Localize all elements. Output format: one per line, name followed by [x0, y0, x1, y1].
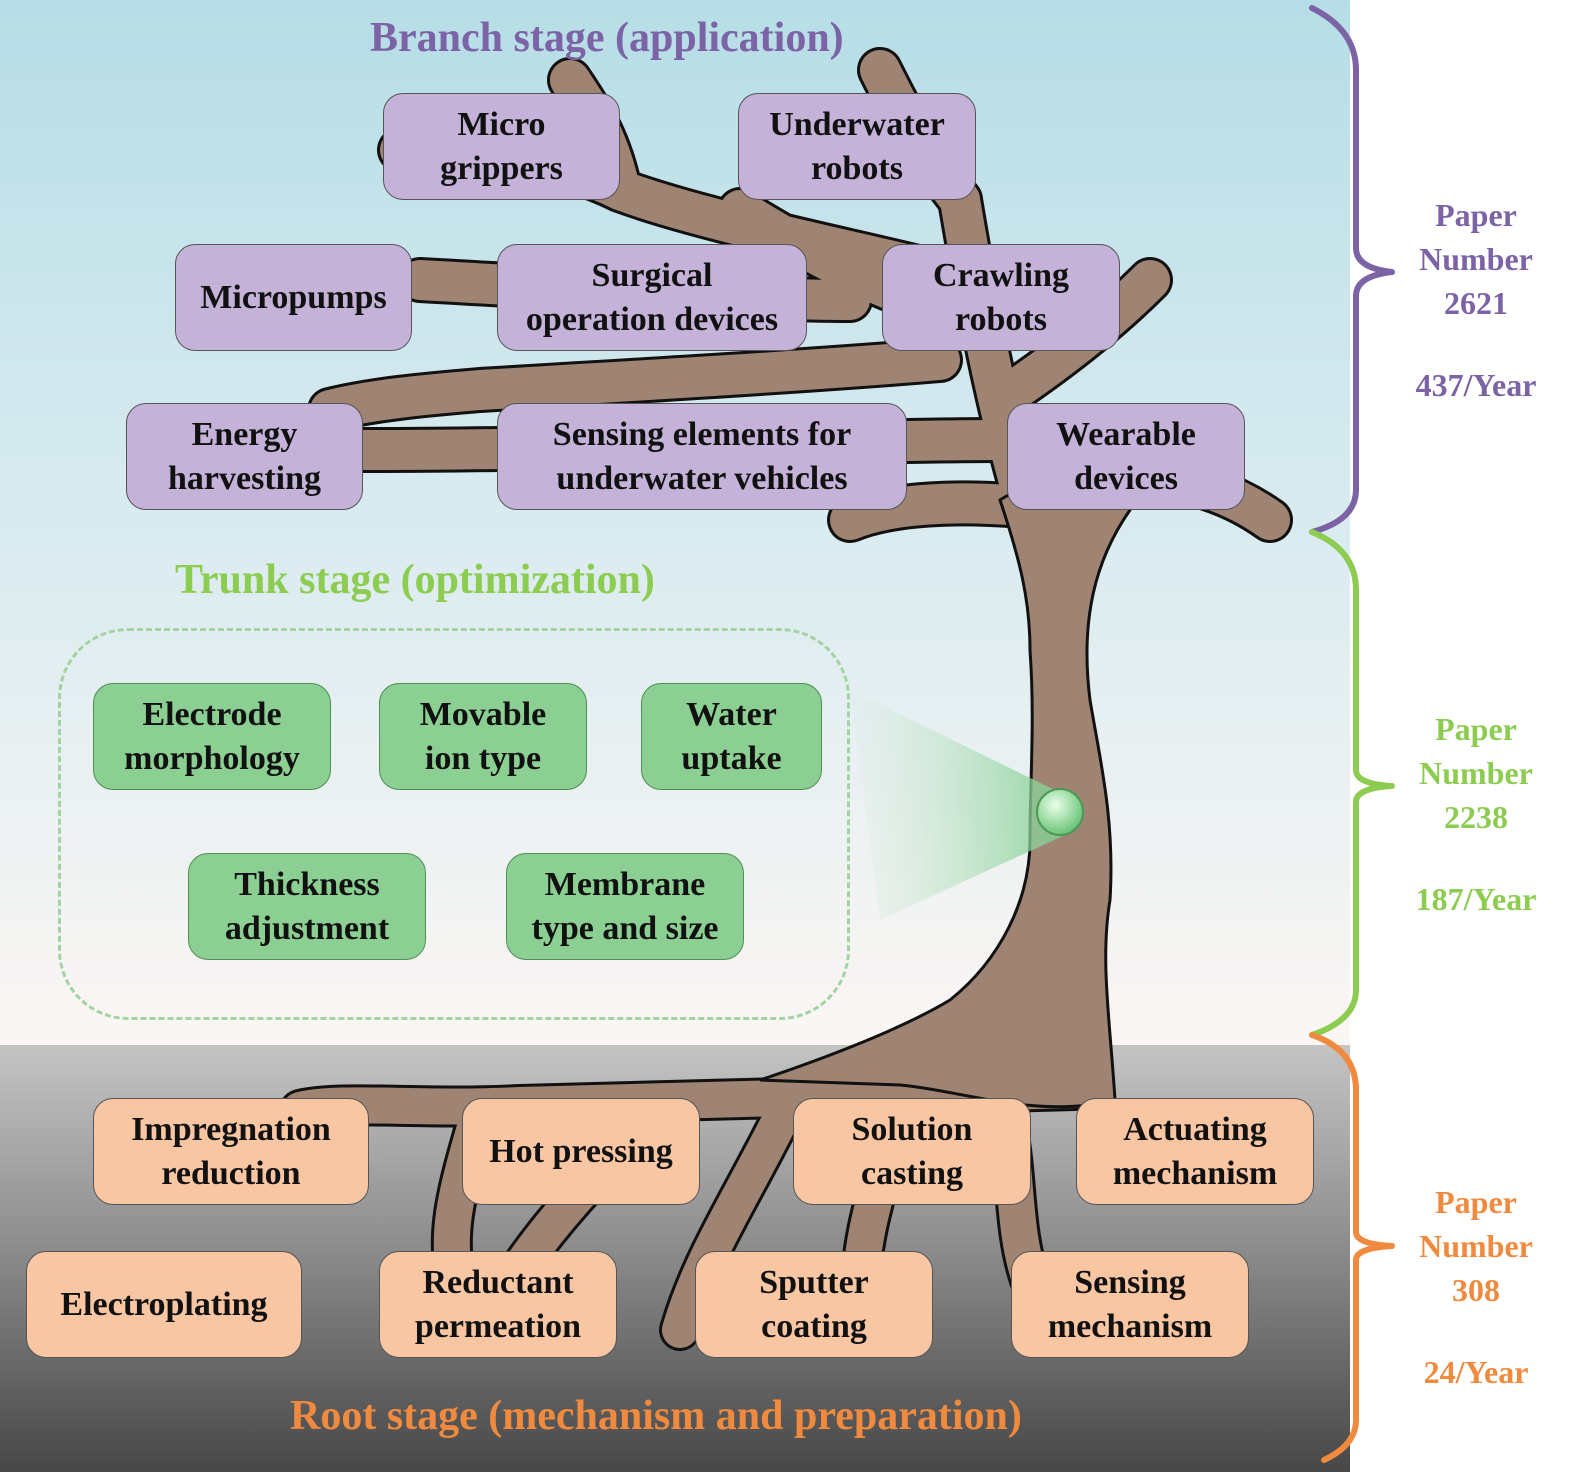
root-electroplating: Electroplating	[26, 1251, 302, 1358]
root-reductant-permeation: Reductant permeation	[379, 1251, 617, 1358]
trunk-per-year: 187/Year	[1415, 881, 1537, 917]
root-stage-title: Root stage (mechanism and preparation)	[290, 1393, 1022, 1439]
root-hot-pressing: Hot pressing	[462, 1098, 700, 1205]
trunk-focus-knot	[1036, 788, 1084, 836]
trunk-optimization-frame	[58, 628, 850, 1020]
branch-underwater-robots: Underwater robots	[738, 93, 976, 200]
branch-energy-harvesting: Energy harvesting	[126, 403, 363, 510]
branch-paper-stats: Paper Number 2621 437/Year	[1386, 193, 1566, 407]
branch-micro-grippers: Micro grippers	[383, 93, 620, 200]
root-paper-number: Paper Number 308	[1419, 1184, 1533, 1308]
trunk-electrode-morphology: Electrode morphology	[93, 683, 331, 790]
root-per-year: 24/Year	[1423, 1354, 1529, 1390]
root-sputter-coating: Sputter coating	[695, 1251, 933, 1358]
branch-surgical-devices: Surgical operation devices	[497, 244, 807, 351]
trunk-stage-title: Trunk stage (optimization)	[175, 557, 655, 603]
stage-brackets	[1309, 5, 1395, 1463]
branch-micropumps: Micropumps	[175, 244, 412, 351]
branch-bracket	[1309, 5, 1395, 535]
branch-stage-title: Branch stage (application)	[370, 15, 844, 61]
branch-paper-number: Paper Number 2621	[1419, 197, 1533, 321]
trunk-bracket	[1309, 529, 1395, 1038]
zoom-beam	[850, 690, 1065, 920]
branch-wearable-devices: Wearable devices	[1007, 403, 1245, 510]
trunk-movable-ion-type: Movable ion type	[379, 683, 587, 790]
trunk-paper-number: Paper Number 2238	[1419, 711, 1533, 835]
branch-crawling-robots: Crawling robots	[882, 244, 1120, 351]
root-solution-casting: Solution casting	[793, 1098, 1031, 1205]
branch-sensing-elements: Sensing elements for underwater vehicles	[497, 403, 907, 510]
trunk-water-uptake: Water uptake	[641, 683, 822, 790]
trunk-paper-stats: Paper Number 2238 187/Year	[1386, 707, 1566, 921]
root-impregnation-reduction: Impregnation reduction	[93, 1098, 369, 1205]
root-bracket	[1309, 1032, 1395, 1463]
trunk-membrane-type-size: Membrane type and size	[506, 853, 744, 960]
root-sensing-mechanism: Sensing mechanism	[1011, 1251, 1249, 1358]
trunk-thickness-adjustment: Thickness adjustment	[188, 853, 426, 960]
root-actuating-mechanism: Actuating mechanism	[1076, 1098, 1314, 1205]
root-paper-stats: Paper Number 308 24/Year	[1386, 1180, 1566, 1394]
branch-per-year: 437/Year	[1415, 367, 1537, 403]
